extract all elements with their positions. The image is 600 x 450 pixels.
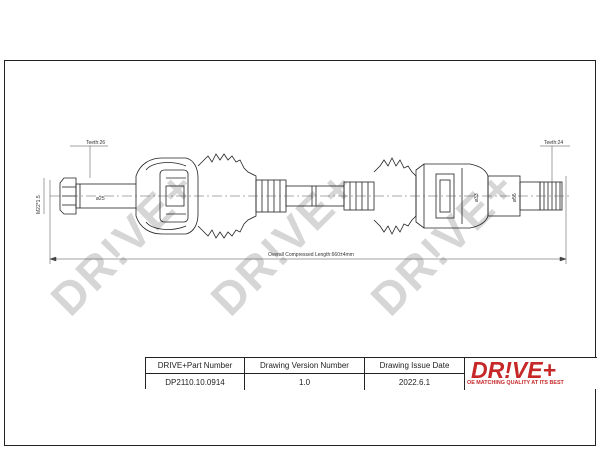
- header-version-number: Drawing Version Number: [260, 361, 349, 370]
- thread-left-label: M22*1.5: [36, 195, 42, 214]
- left-thread-end: [59, 177, 77, 215]
- logo-tagline: OE MATCHING QUALITY AT ITS BEST: [467, 380, 564, 386]
- header-part-number: DRIVE+Part Number: [157, 361, 233, 370]
- logo-text: DR!VE+: [471, 357, 556, 383]
- dim-mid-label: ø33: [474, 193, 480, 202]
- header-issue-date: Drawing Issue Date: [379, 361, 450, 370]
- dim-left-label: ø25: [96, 196, 105, 202]
- teeth-right-label: Teeth:24: [544, 140, 563, 146]
- overall-length-label: Overall Compressed Length:660±4mm: [268, 252, 354, 258]
- drawing-frame: [4, 60, 596, 446]
- part-number-value: DP2110.10.0914: [165, 377, 225, 387]
- brand-logo: DR!VE+ OE MATCHING QUALITY AT ITS BEST: [465, 357, 596, 389]
- issue-date-value: 2022.6.1: [398, 377, 431, 387]
- teeth-left-label: Teeth:26: [86, 140, 105, 146]
- title-block: DRIVE+Part Number Drawing Version Number…: [145, 357, 597, 390]
- version-number-value: 1.0: [298, 377, 311, 387]
- dim-right-label: ø55: [512, 193, 518, 202]
